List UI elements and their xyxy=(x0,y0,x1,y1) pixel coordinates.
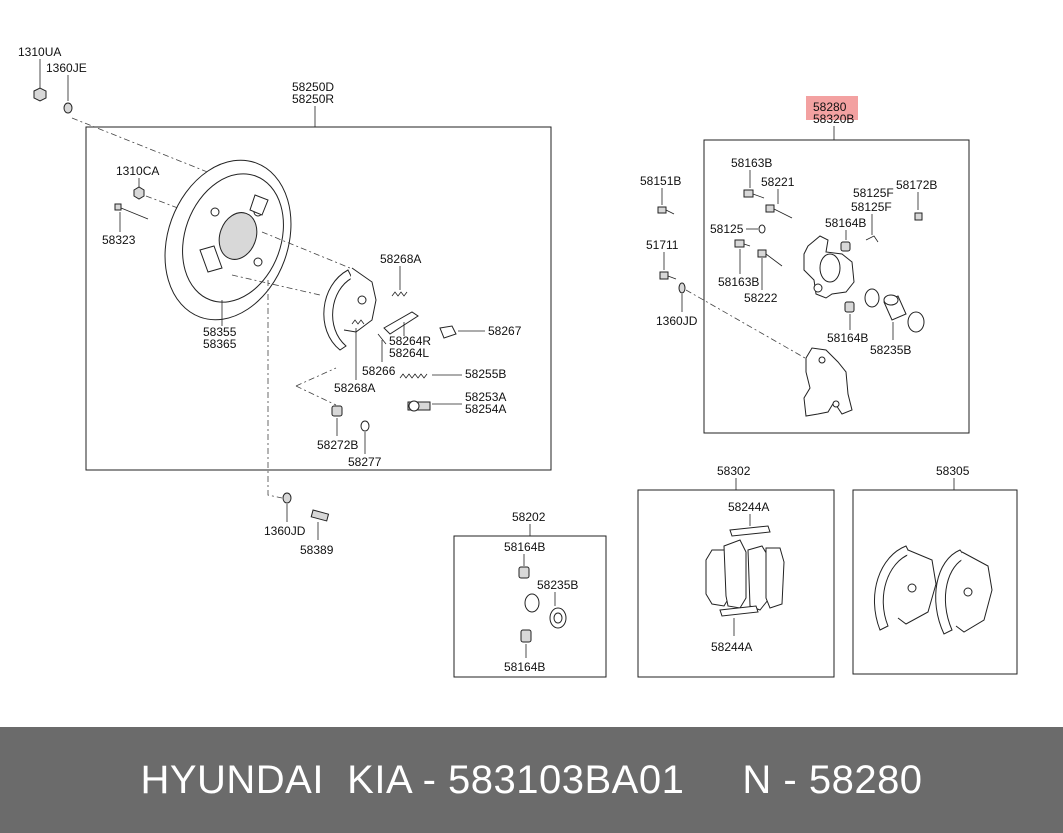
label-58221: 58221 xyxy=(761,175,795,189)
piston-58235B-icon xyxy=(883,294,925,333)
caliper-bracket-icon xyxy=(803,347,853,417)
shim-58244A-top-icon xyxy=(729,525,771,537)
label-58235B-kit: 58235B xyxy=(537,578,578,592)
nut-1310CA-icon xyxy=(133,186,145,200)
label-58389: 58389 xyxy=(300,543,334,557)
label-58125: 58125 xyxy=(710,222,744,236)
pin-58266-icon xyxy=(377,333,387,345)
label-58253A: 58253A xyxy=(465,390,506,404)
clip-58125F-icon xyxy=(865,235,879,243)
boot-58164B-mid-icon xyxy=(844,301,855,313)
seal-ring-icon xyxy=(864,288,880,308)
spring-58268A-top-icon xyxy=(391,291,408,297)
brake-pads-icon xyxy=(705,539,785,611)
pad-kit-58302-box xyxy=(637,489,835,678)
boot-kit-bottom-icon xyxy=(520,629,532,643)
bolt-58163B-top-icon xyxy=(743,189,765,199)
label-58264R: 58264R xyxy=(389,334,431,348)
piston-seal-kit-icon xyxy=(549,607,567,629)
footer-part-number-text: HYUNDAI KIA - 583103BA01 N - 58280 xyxy=(140,757,923,802)
label-58254A: 58254A xyxy=(465,402,506,416)
pin-58221-icon xyxy=(765,204,793,219)
label-58202: 58202 xyxy=(512,510,546,524)
highlight-58280 xyxy=(806,96,858,120)
label-58222: 58222 xyxy=(744,291,778,305)
bolt-58323-icon xyxy=(114,203,149,220)
cup-58272B-icon xyxy=(331,405,343,417)
nut-1310UA-icon xyxy=(33,87,47,102)
parts-diagram: 1310UA 1360JE 58250D 58250R 1310CA 58323… xyxy=(18,45,1018,678)
seal-kit-icon xyxy=(524,593,540,613)
shim-58244A-bottom-icon xyxy=(719,605,759,617)
shoe-kit-58305-box xyxy=(852,489,1018,675)
label-58268A-bottom: 58268A xyxy=(334,381,375,395)
label-58277: 58277 xyxy=(348,455,382,469)
label-58268A-top: 58268A xyxy=(380,252,421,266)
backing-plate-assembly-box xyxy=(85,126,552,471)
label-58255B: 58255B xyxy=(465,367,506,381)
pin-58222-icon xyxy=(757,249,783,267)
cap-58172B-icon xyxy=(914,212,923,221)
label-1310UA: 1310UA xyxy=(18,45,61,59)
label-58172B: 58172B xyxy=(896,178,937,192)
boot-58164B-top-icon xyxy=(840,241,851,252)
label-58163B-bottom: 58163B xyxy=(718,275,759,289)
label-58244A-top: 58244A xyxy=(728,500,769,514)
label-58164B-mid: 58164B xyxy=(827,331,868,345)
label-51711: 51711 xyxy=(646,238,679,252)
label-58250D: 58250D xyxy=(292,80,334,94)
label-58323: 58323 xyxy=(102,233,136,247)
label-58250R: 58250R xyxy=(292,92,334,106)
strut-58264-icon xyxy=(383,311,419,335)
boot-kit-top-icon xyxy=(518,566,530,579)
label-58266: 58266 xyxy=(362,364,396,378)
label-58264L: 58264L xyxy=(389,346,429,360)
label-58302: 58302 xyxy=(717,464,751,478)
label-58151B: 58151B xyxy=(640,174,681,188)
bolt-51711-icon xyxy=(659,271,677,280)
ring-58125-icon xyxy=(758,224,766,234)
washer-1360JE-icon xyxy=(63,102,73,114)
label-1360JD-right: 1360JD xyxy=(656,314,698,328)
caliper-body-icon xyxy=(803,235,855,299)
adjuster-58253A-icon xyxy=(407,400,431,412)
washer-1360JD-right-icon xyxy=(678,282,686,294)
spring-58255B-icon xyxy=(399,373,428,379)
shoe-set-icon xyxy=(873,545,993,635)
label-58164B-top: 58164B xyxy=(825,216,866,230)
label-58163B-top: 58163B xyxy=(731,156,772,170)
kit-58202-box xyxy=(453,535,607,678)
label-58280: 58280 xyxy=(813,100,847,114)
label-58235B-right: 58235B xyxy=(870,343,911,357)
lever-58267-icon xyxy=(439,325,457,339)
pin-58277-icon xyxy=(360,420,370,432)
label-58244A-bottom: 58244A xyxy=(711,640,752,654)
spring-58268A-bottom-icon xyxy=(351,319,365,325)
label-58355: 58355 xyxy=(203,325,237,339)
label-1360JE: 1360JE xyxy=(46,61,87,75)
bolt-58389-icon xyxy=(310,509,330,522)
bolt-58163B-bottom-icon xyxy=(734,239,751,248)
label-1360JD-left: 1360JD xyxy=(264,524,306,538)
brake-shoe-icon xyxy=(323,267,377,351)
caliper-assembly-box xyxy=(703,139,970,434)
part-number-footer: HYUNDAI KIA - 583103BA01 N - 58280 xyxy=(0,727,1063,833)
label-58305: 58305 xyxy=(936,464,970,478)
bleeder-58151B-icon xyxy=(657,206,675,215)
label-58164B-kit-bottom: 58164B xyxy=(504,660,545,674)
label-58164B-kit-top: 58164B xyxy=(504,540,545,554)
label-1310CA: 1310CA xyxy=(116,164,159,178)
label-58320B: 58320B xyxy=(813,112,854,126)
washer-1360JD-left-icon xyxy=(282,492,292,504)
label-58125F-a: 58125F xyxy=(853,186,894,200)
label-58267: 58267 xyxy=(488,324,522,338)
label-58125F-b: 58125F xyxy=(851,200,892,214)
backing-plate-icon xyxy=(164,159,292,321)
label-58272B: 58272B xyxy=(317,438,358,452)
label-58365: 58365 xyxy=(203,337,237,351)
